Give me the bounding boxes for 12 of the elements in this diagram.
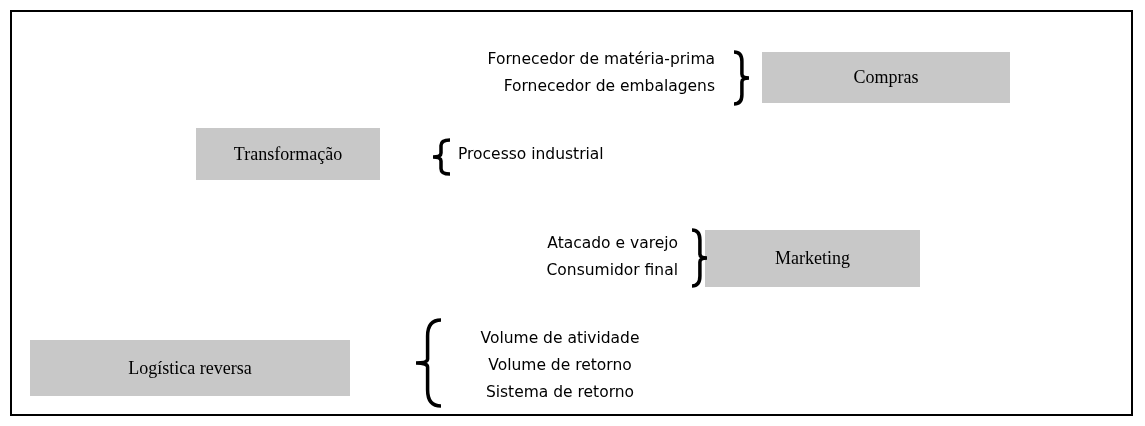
list-item: Fornecedor de embalagens	[502, 76, 715, 97]
process-box: Transformação	[196, 128, 380, 180]
note-text: Processo industrial	[458, 144, 604, 165]
list-item: Volume de retorno	[487, 355, 633, 376]
process-box: Compras	[762, 52, 1010, 103]
process-box: Marketing	[705, 230, 920, 287]
list-item: Volume de atividade	[479, 328, 641, 349]
list-item: Atacado e varejo	[546, 233, 678, 254]
list-item: Sistema de retorno	[484, 382, 636, 403]
list-item: Fornecedor de matéria-prima	[486, 49, 715, 70]
list-item: Consumidor final	[545, 260, 678, 281]
process-box: Logística reversa	[30, 340, 350, 396]
